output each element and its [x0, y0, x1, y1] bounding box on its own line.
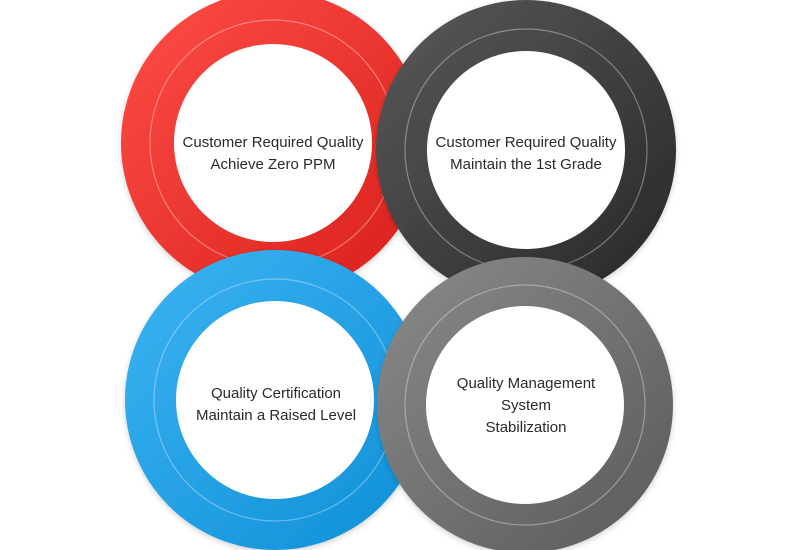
- ring-gray-line-2: System: [500, 397, 551, 414]
- ring-red-line-1: Customer Required Quality: [182, 134, 364, 151]
- ring-blue: [125, 250, 425, 550]
- ring-red-line-2: Achieve Zero PPM: [210, 156, 336, 173]
- ring-gray-line-1: Quality Management: [456, 375, 596, 392]
- ring-blue-line-1: Quality Certification: [210, 385, 342, 402]
- ring-dark-line-2: Maintain the 1st Grade: [450, 156, 602, 173]
- ring-blue-line-2: Maintain a Raised Level: [195, 407, 357, 424]
- ring-gray-line-3: Stabilization: [485, 419, 567, 436]
- ring-dark-label: Customer Required Quality Maintain the 1…: [426, 132, 626, 176]
- ring-gray: [377, 257, 673, 550]
- ring-red-label: Customer Required Quality Achieve Zero P…: [173, 132, 373, 176]
- ring-red: [121, 0, 425, 295]
- ring-dark-line-1: Customer Required Quality: [435, 134, 617, 151]
- ring-dark: [376, 0, 676, 300]
- ring-gray-label: Quality Management System Stabilization: [426, 373, 626, 439]
- ring-blue-label: Quality Certification Maintain a Raised …: [176, 383, 376, 427]
